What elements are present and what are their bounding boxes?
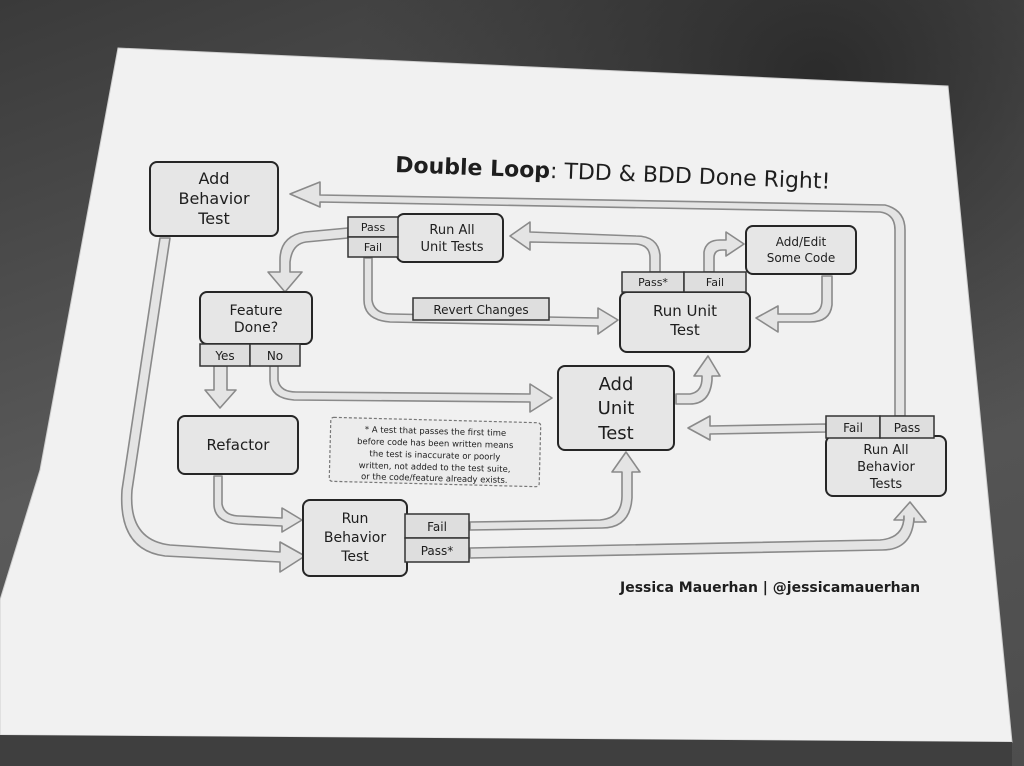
run-unit-fail-tab: Fail: [706, 276, 724, 289]
add-behavior-test-line2: Behavior: [178, 189, 249, 208]
note-line5: or the code/feature already exists.: [361, 472, 508, 486]
footnote-box: * A test that passes the first time befo…: [328, 416, 542, 488]
run-unit-test-line2: Test: [669, 321, 700, 339]
node-add-edit-some-code: Add/Edit Some Code: [745, 225, 857, 275]
node-add-unit-test: Add Unit Test: [557, 365, 675, 451]
paper-shadow: [0, 735, 1012, 766]
run-unit-test-line1: Run Unit: [653, 302, 717, 320]
node-refactor: Refactor: [177, 415, 299, 475]
run-all-behavior-fail-tab: Fail: [843, 421, 863, 435]
revert-changes-label: Revert Changes: [433, 303, 528, 317]
title-bold: Double Loop: [395, 153, 551, 184]
arrow-pass-to-add-behavior: [289, 181, 906, 417]
run-all-behavior-line1: Run All: [863, 443, 908, 458]
note-line4: written, not added to the test suite,: [359, 461, 511, 475]
add-behavior-test-line1: Add: [199, 169, 230, 188]
arrow-pass-star-to-run-all-unit: [509, 221, 661, 273]
arrow-refactor-to-run-behavior: [213, 475, 303, 533]
note-line1: * A test that passes the first time: [365, 425, 507, 439]
node-run-unit-test: Run Unit Test Pass* Fail: [619, 271, 751, 353]
feature-done-line1: Feature: [230, 303, 283, 319]
run-unit-pass-star-tab: Pass*: [638, 276, 668, 289]
run-all-unit-tests-line2: Unit Tests: [421, 240, 484, 255]
arrow-behavior-fail-up-to-add-unit: [469, 451, 641, 531]
arrow-yes-to-refactor: [204, 365, 237, 409]
add-behavior-test-line3: Test: [197, 209, 230, 228]
node-run-all-unit-tests: Run All Unit Tests Pass Fail: [347, 213, 504, 263]
refactor-label: Refactor: [207, 436, 271, 454]
arrow-add-unit-to-run-unit: [675, 355, 721, 405]
feature-done-no-tab: No: [267, 349, 283, 363]
arrow-pass-star-to-run-all-behavior: [469, 501, 927, 559]
node-run-all-behavior-tests: Run All Behavior Tests Fail Pass: [825, 415, 947, 497]
add-edit-line1: Add/Edit: [776, 235, 827, 249]
note-line3: the test is inaccurate or poorly: [369, 449, 500, 462]
node-revert-changes: Revert Changes: [412, 297, 550, 321]
arrow-fail-to-add-edit: [703, 231, 745, 273]
feature-done-line2: Done?: [234, 320, 278, 336]
arrow-add-edit-to-run-unit: [755, 275, 833, 333]
run-all-behavior-line2: Behavior: [857, 460, 915, 475]
add-unit-test-line3: Test: [597, 423, 633, 444]
run-behavior-line3: Test: [340, 549, 369, 565]
arrow-add-behavior-to-run-behavior: [120, 237, 306, 573]
run-behavior-fail-tab: Fail: [427, 520, 447, 534]
run-behavior-line1: Run: [342, 511, 369, 527]
note-line2: before code has been written means: [357, 437, 514, 451]
arrow-no-to-add-unit: [269, 365, 553, 413]
run-behavior-line2: Behavior: [324, 530, 386, 546]
node-feature-done: Feature Done? Yes No: [199, 291, 313, 367]
feature-done-yes-tab: Yes: [214, 349, 234, 363]
run-all-behavior-pass-tab: Pass: [894, 421, 921, 435]
arrow-pass-to-feature-done: [267, 227, 349, 293]
author-credit: Jessica Mauerhan | @jessicamauerhan: [619, 580, 920, 596]
run-all-unit-fail-tab: Fail: [364, 241, 382, 254]
arrow-behavior-fail-to-add-unit: [687, 415, 827, 441]
run-all-unit-tests-line1: Run All: [429, 223, 474, 238]
run-all-behavior-line3: Tests: [869, 477, 903, 492]
add-unit-test-line2: Unit: [598, 398, 635, 419]
add-unit-test-line1: Add: [599, 374, 634, 395]
run-behavior-pass-star-tab: Pass*: [421, 544, 454, 558]
node-add-behavior-test: Add Behavior Test: [149, 161, 279, 237]
node-run-behavior-test: Run Behavior Test Fail Pass*: [302, 499, 470, 577]
add-edit-line2: Some Code: [767, 251, 836, 265]
run-all-unit-pass-tab: Pass: [361, 221, 386, 234]
